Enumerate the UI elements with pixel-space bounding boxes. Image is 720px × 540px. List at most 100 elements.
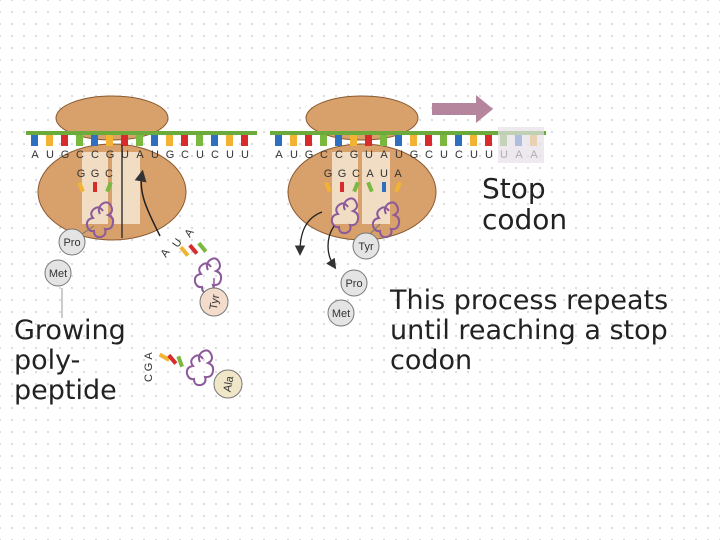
left-amino-ala-circle xyxy=(213,369,243,399)
right-base-tick xyxy=(380,135,387,146)
right-codon-base: C xyxy=(320,149,328,161)
left-codon-base: U xyxy=(121,149,129,161)
right-amino-met-label: Met xyxy=(332,308,350,320)
left-incoming-arrow xyxy=(134,169,161,237)
right-base-tick xyxy=(440,135,447,146)
right-p-anticodon-tick xyxy=(352,181,360,193)
left-amino-tyr-label: Tyr xyxy=(208,293,223,310)
left-base-tick xyxy=(91,135,98,146)
right-amino-met: Met xyxy=(327,299,355,327)
right-codon-base: A xyxy=(275,149,283,161)
left-codon-base: U xyxy=(196,149,204,161)
right-small-subunit xyxy=(305,95,419,141)
right-exit-arrow xyxy=(294,211,323,256)
growing-polypeptide-line-1: Growing xyxy=(14,315,126,346)
right-base-tick xyxy=(395,135,402,146)
right-base-tick xyxy=(305,135,312,146)
right-panel: AUGCCGUAUGCUCUUUAAGGCAUATyrProMet xyxy=(270,95,546,327)
left-codon-base: C xyxy=(91,149,99,161)
left-amino-tyr: Tyr xyxy=(199,287,229,317)
stop-codon-label: Stop codon xyxy=(482,173,567,236)
left-base-tick xyxy=(106,135,113,146)
left-base-tick xyxy=(121,135,128,146)
right-base-tick xyxy=(275,135,282,146)
left-base-tick xyxy=(61,135,68,146)
growing-polypeptide-label: Growing poly- peptide xyxy=(14,315,126,407)
right-codon-base: U xyxy=(485,149,493,161)
right-p-anticodon-tick xyxy=(324,181,332,193)
right-a-anticodon-base: A xyxy=(394,168,402,180)
right-p-anticodon-base: G xyxy=(338,168,347,180)
right-p-anticodon-base: G xyxy=(324,168,333,180)
right-amino-pro: Pro xyxy=(340,269,368,297)
right-p-anticodon-base: C xyxy=(352,168,360,180)
left-free-anticodon-base: C xyxy=(143,374,155,382)
left-p-anticodon-base: G xyxy=(77,168,86,180)
left-amino-met-label: Met xyxy=(49,268,67,280)
left-amino-ala: Ala xyxy=(213,369,243,399)
left-p-trna xyxy=(85,201,115,239)
right-a-anticodon-base: A xyxy=(366,168,374,180)
left-codon-base: U xyxy=(226,149,234,161)
left-base-tick xyxy=(226,135,233,146)
stop-codon-line-1: Stop xyxy=(482,172,546,205)
right-codon-base: G xyxy=(350,149,359,161)
left-base-tick xyxy=(211,135,218,146)
right-amino-tyr-label: Tyr xyxy=(358,241,374,253)
left-p-anticodon-tick xyxy=(77,181,85,193)
process-note-line-3: codon xyxy=(390,345,473,377)
left-incoming-tick xyxy=(188,243,199,255)
left-p-anticodon-base: G xyxy=(91,168,100,180)
left-base-tick xyxy=(31,135,38,146)
left-codon-base: A xyxy=(136,149,144,161)
left-p-anticodon-base: C xyxy=(105,168,113,180)
left-incoming-anticodon-base: A xyxy=(159,246,173,259)
right-codon-base: C xyxy=(335,149,343,161)
right-amino-met-circle xyxy=(327,299,355,327)
right-amino-pro-label: Pro xyxy=(345,278,362,290)
left-codon-base: U xyxy=(241,149,249,161)
left-amino-pro: Pro xyxy=(58,228,86,256)
left-base-tick xyxy=(46,135,53,146)
stop-codon-line-2: codon xyxy=(482,203,568,237)
left-free-trna xyxy=(185,349,215,387)
right-mrna-backbone xyxy=(270,131,546,135)
right-shift-arrow xyxy=(326,225,337,270)
growing-polypeptide-line-3: peptide xyxy=(14,375,117,407)
left-p-anticodon-tick xyxy=(105,181,113,193)
left-site-band-a xyxy=(112,152,140,224)
right-a-anticodon-base: U xyxy=(380,168,388,180)
left-codon-base: A xyxy=(31,149,39,161)
right-base-tick xyxy=(455,135,462,146)
left-codon-base: C xyxy=(181,149,189,161)
left-amino-pro-circle xyxy=(58,228,86,256)
right-amino-tyr: Tyr xyxy=(352,232,380,260)
process-note-line-2: until reaching a stop xyxy=(390,315,668,347)
right-codon-base: U xyxy=(395,149,403,161)
left-amino-tyr-circle xyxy=(199,287,229,317)
right-codon-base: U xyxy=(365,149,373,161)
left-base-tick xyxy=(166,135,173,146)
left-free-tick xyxy=(167,353,178,365)
left-amino-met-circle xyxy=(44,259,72,287)
left-p-anticodon-tick xyxy=(93,182,97,192)
process-note: This process repeats until reaching a st… xyxy=(390,285,668,377)
left-codon-base: G xyxy=(61,149,70,161)
left-codon-base: U xyxy=(46,149,54,161)
right-base-tick xyxy=(320,135,327,146)
right-codon-base: G xyxy=(305,149,314,161)
right-p-trna xyxy=(330,197,360,235)
right-base-tick xyxy=(350,135,357,146)
left-mrna-backbone xyxy=(26,131,257,135)
left-amino-met: Met xyxy=(44,259,72,287)
left-base-tick xyxy=(151,135,158,146)
right-base-tick xyxy=(365,135,372,146)
right-base-tick xyxy=(425,135,432,146)
right-stop-codon-highlight xyxy=(498,127,544,163)
left-codon-base: U xyxy=(151,149,159,161)
left-base-tick xyxy=(241,135,248,146)
right-codon-base: U xyxy=(440,149,448,161)
right-p-anticodon-tick xyxy=(340,182,344,192)
